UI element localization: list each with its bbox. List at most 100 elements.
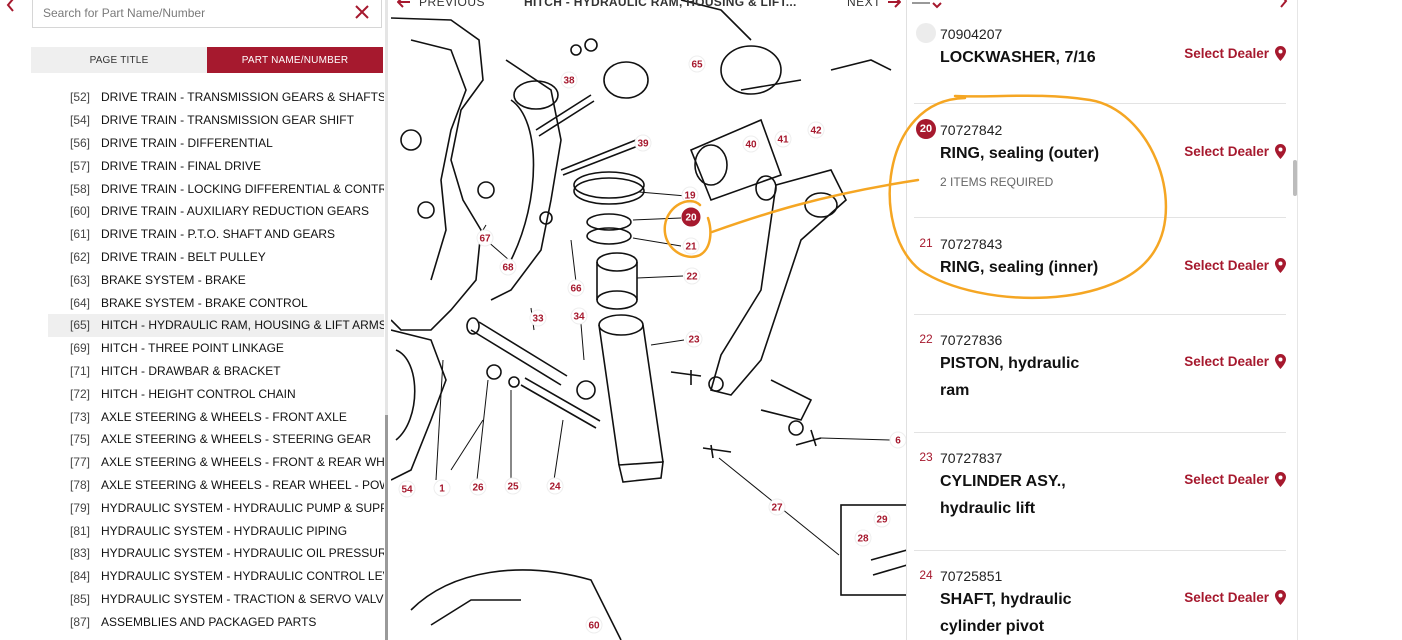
part-number: 70727843: [940, 236, 1003, 252]
callout-label: 67: [479, 234, 491, 245]
page-number: [54]: [70, 113, 91, 128]
page-number: [56]: [70, 135, 91, 150]
callout-38[interactable]: 38: [560, 71, 578, 89]
map-pin-icon: [1275, 354, 1286, 369]
select-dealer-label: Select Dealer: [1184, 46, 1269, 61]
callout-65[interactable]: 65: [688, 55, 706, 73]
callout-29[interactable]: 29: [873, 510, 891, 528]
page-number: [83]: [70, 546, 91, 561]
page-list-item[interactable]: [58]DRIVE TRAIN - LOCKING DIFFERENTIAL &…: [48, 177, 384, 200]
page-list-item[interactable]: [60]DRIVE TRAIN - AUXILIARY REDUCTION GE…: [48, 200, 384, 223]
callout-54[interactable]: 54: [398, 480, 416, 498]
page-list-item[interactable]: [52]DRIVE TRAIN - TRANSMISSION GEARS & S…: [48, 86, 384, 109]
callout-24[interactable]: 24: [546, 477, 564, 495]
parts-scrollbar[interactable]: [1293, 160, 1297, 196]
page-list-item[interactable]: [78]AXLE STEERING & WHEELS - REAR WHEEL …: [48, 474, 384, 497]
page-list-item[interactable]: [54] DRIVE TRAIN - TRANSMISSION GEAR SHIF…: [48, 109, 384, 132]
menu-icon[interactable]: [910, 0, 944, 10]
page-number: [58]: [70, 181, 91, 196]
select-dealer-button[interactable]: Select Dealer: [1184, 258, 1286, 273]
page-list-item[interactable]: [56]DRIVE TRAIN - DIFFERENTIAL: [48, 132, 384, 155]
page-list-item[interactable]: [72]HITCH - HEIGHT CONTROL CHAIN: [48, 382, 384, 405]
page-list-item[interactable]: [62]DRIVE TRAIN - BELT PULLEY: [48, 246, 384, 269]
callout-19[interactable]: 19: [681, 186, 699, 204]
callout-21[interactable]: 21: [682, 237, 700, 255]
tab-part-name-number[interactable]: PART NAME/NUMBER: [207, 47, 383, 73]
callout-6[interactable]: 6: [889, 431, 906, 449]
callout-label: 26: [472, 483, 484, 494]
page-list-item[interactable]: [79]HYDRAULIC SYSTEM - HYDRAULIC PUMP & …: [48, 496, 384, 519]
page-title: DRIVE TRAIN - FINAL DRIVE: [101, 158, 262, 173]
callout-label: 6: [895, 436, 901, 447]
left-scrollbar[interactable]: [385, 415, 388, 640]
page-list-item[interactable]: [71]HITCH - DRAWBAR & BRACKET: [48, 360, 384, 383]
callout-27[interactable]: 27: [768, 498, 786, 516]
search-input[interactable]: [43, 3, 343, 23]
callout-60[interactable]: 60: [585, 616, 603, 634]
callout-label: 19: [684, 191, 696, 202]
select-dealer-button[interactable]: Select Dealer: [1184, 46, 1286, 61]
back-chevron-icon[interactable]: [6, 0, 22, 18]
page-title: DRIVE TRAIN - TRANSMISSION GEAR SHIFT: [101, 113, 354, 128]
page-number: [71]: [70, 363, 91, 378]
diagram-panel: 38 39 65 40 41 42 19 20 21 22 23 67 68 66 33 34 1 26 25 24 5…: [391, 0, 907, 640]
previous-label: PREVIOUS: [419, 0, 486, 9]
select-dealer-button[interactable]: Select Dealer: [1184, 144, 1286, 159]
callout-22[interactable]: 22: [683, 267, 701, 285]
callout-33[interactable]: 33: [529, 309, 547, 327]
callout-67[interactable]: 67: [476, 229, 494, 247]
part-number: 70727837: [940, 450, 1003, 466]
part-ref-badge: 23: [919, 450, 933, 464]
callout-26[interactable]: 26: [469, 478, 487, 496]
page-list-item[interactable]: [57]DRIVE TRAIN - FINAL DRIVE: [48, 154, 384, 177]
select-dealer-label: Select Dealer: [1184, 590, 1269, 605]
page-number: [78]: [70, 477, 91, 492]
page-list-item[interactable]: [77]AXLE STEERING & WHEELS - FRONT & REA…: [48, 451, 384, 474]
page-list-item[interactable]: [83]HYDRAULIC SYSTEM - HYDRAULIC OIL PRE…: [48, 542, 384, 565]
tab-page-title[interactable]: PAGE TITLE: [31, 47, 207, 73]
page-list-item[interactable]: [84]HYDRAULIC SYSTEM - HYDRAULIC CONTROL…: [48, 565, 384, 588]
next-page-button[interactable]: NEXT: [847, 0, 902, 9]
callout-28[interactable]: 28: [854, 529, 872, 547]
callout-40[interactable]: 40: [742, 135, 760, 153]
page-list-item[interactable]: [61]DRIVE TRAIN - P.T.O. SHAFT AND GEARS: [48, 223, 384, 246]
callout-25[interactable]: 25: [504, 477, 522, 495]
page-list-item[interactable]: [75]AXLE STEERING & WHEELS - STEERING GE…: [48, 428, 384, 451]
page-list-item[interactable]: [63]BRAKE SYSTEM - BRAKE: [48, 268, 384, 291]
callout-20[interactable]: 20: [681, 207, 701, 227]
page-title: ASSEMBLIES AND PACKAGED PARTS: [101, 614, 317, 629]
panel-edge: [1297, 0, 1298, 640]
previous-page-button[interactable]: PREVIOUS: [397, 0, 485, 9]
page-list-item[interactable]: [65]HITCH - HYDRAULIC RAM, HOUSING & LIF…: [48, 313, 384, 337]
callout-1[interactable]: 1: [433, 479, 451, 497]
page-list-item[interactable]: [81]HYDRAULIC SYSTEM - HYDRAULIC PIPING: [48, 519, 384, 542]
page-list-item[interactable]: [73]AXLE STEERING & WHEELS - FRONT AXLE: [48, 405, 384, 428]
select-dealer-button[interactable]: Select Dealer: [1184, 472, 1286, 487]
select-dealer-button[interactable]: Select Dealer: [1184, 354, 1286, 369]
callout-68[interactable]: 68: [499, 258, 517, 276]
callout-39[interactable]: 39: [634, 134, 652, 152]
chevron-right-icon[interactable]: [1278, 0, 1288, 8]
callout-34[interactable]: 34: [570, 307, 588, 325]
callout-23[interactable]: 23: [685, 330, 703, 348]
page-list-item[interactable]: [87]ASSEMBLIES AND PACKAGED PARTS: [48, 610, 384, 633]
callout-66[interactable]: 66: [567, 279, 585, 297]
page-list-item[interactable]: [85]HYDRAULIC SYSTEM - TRACTION & SERVO …: [48, 588, 384, 611]
close-icon[interactable]: [353, 3, 371, 21]
page-list-item[interactable]: [64]BRAKE SYSTEM - BRAKE CONTROL: [48, 291, 384, 314]
page-title: HYDRAULIC SYSTEM - HYDRAULIC PUMP & SUPP…: [101, 500, 384, 515]
callout-label: 25: [507, 482, 519, 493]
callout-41[interactable]: 41: [774, 130, 792, 148]
select-dealer-button[interactable]: Select Dealer: [1184, 590, 1286, 605]
search-box: [32, 0, 382, 28]
page-list-item[interactable]: [69]HITCH - THREE POINT LINKAGE: [48, 337, 384, 360]
part-number: 70727836: [940, 332, 1003, 348]
callout-42[interactable]: 42: [807, 121, 825, 139]
page-number: [69]: [70, 341, 91, 356]
